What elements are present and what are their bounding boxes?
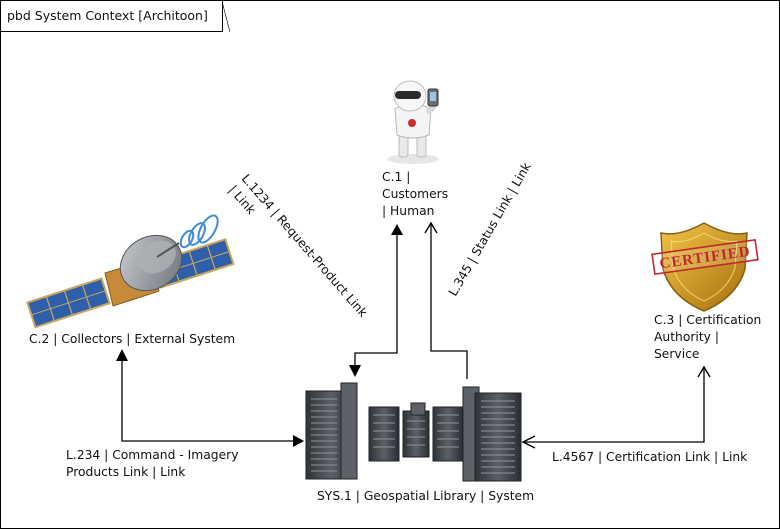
link-request-product-arrow [349, 365, 361, 377]
link-command-imagery-line[interactable] [121, 357, 304, 447]
customers-label-line-1: C.1 | [382, 170, 411, 184]
customers-label-line-2: Customers [382, 187, 449, 201]
certification-label-line-1: C.3 | Certification [654, 313, 762, 327]
server-rack-icon[interactable] [305, 382, 522, 482]
link-command-imagery-label-line-2: Products Link | Link [66, 465, 186, 479]
link-command-imagery-label[interactable]: L.234 | Command - Imagery Products Link … [66, 447, 239, 481]
certification-label[interactable]: C.3 | Certification Authority | Service [654, 312, 761, 363]
link-command-imagery-label-line-1: L.234 | Command - Imagery [66, 448, 239, 462]
link-certification-arrow [521, 435, 536, 449]
link-request-product-line[interactable] [354, 224, 403, 367]
satellite-icon[interactable] [26, 213, 235, 329]
link-status-line[interactable] [424, 221, 468, 379]
certified-shield-icon[interactable]: CERTIFIED [651, 222, 759, 312]
collectors-label[interactable]: C.2 | Collectors | External System [29, 332, 236, 346]
link-certification-label[interactable]: L.4567 | Certification Link | Link [552, 450, 748, 464]
library-label[interactable]: SYS.1 | Geospatial Library | System [317, 489, 535, 503]
frame-title: pbd System Context [Architoon] [1, 1, 230, 32]
customers-label-line-3: | Human [382, 204, 435, 218]
certification-label-line-2: Authority | [654, 330, 719, 344]
customers-label[interactable]: C.1 | Customers | Human [382, 169, 448, 220]
robot-phone-icon[interactable] [387, 80, 439, 164]
link-command-imagery-arrow [116, 349, 128, 361]
certification-label-line-3: Service [654, 347, 700, 361]
link-certification-line[interactable] [523, 365, 711, 443]
